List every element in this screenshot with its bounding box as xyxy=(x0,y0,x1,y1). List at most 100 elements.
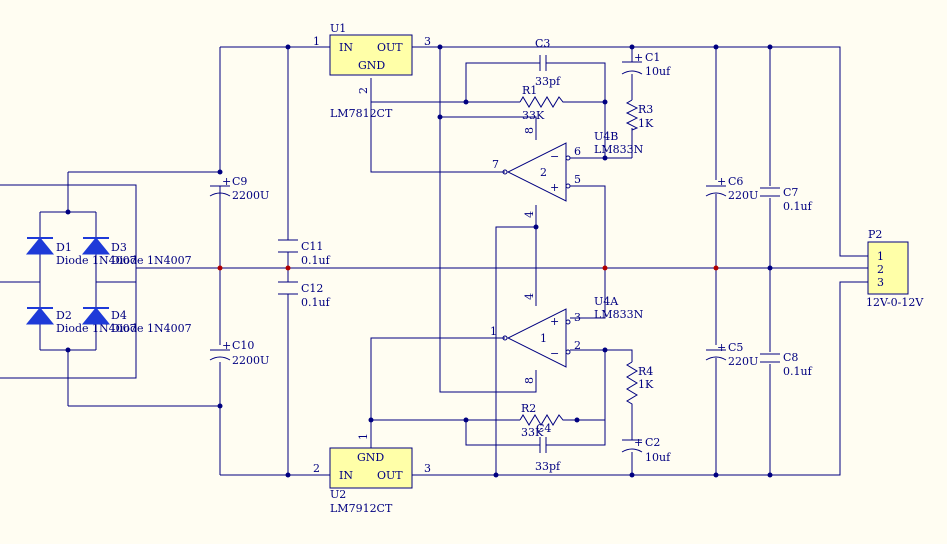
c5-value: 220U xyxy=(728,355,758,368)
u2-pin-in-label: IN xyxy=(339,469,353,482)
capacitor-c10[interactable]: + C10 2200U xyxy=(209,339,269,367)
connector-p2[interactable]: 1 2 3 P2 12V-0-12V xyxy=(866,228,924,309)
c6-value: 220U xyxy=(728,189,758,202)
u2-pin2: 2 xyxy=(313,462,320,475)
c10-value: 2200U xyxy=(232,354,269,367)
d2-value: Diode 1N4007 xyxy=(56,322,137,335)
p2-pin2: 2 xyxy=(877,263,884,276)
u4a-plus: + xyxy=(550,315,559,328)
u4b-plus: + xyxy=(550,181,559,194)
c6-plus: + xyxy=(717,175,726,188)
u1-ref: U1 xyxy=(330,22,346,35)
resistor-r4[interactable]: R4 1K xyxy=(626,361,654,408)
c3-value: 33pf xyxy=(535,75,561,88)
p2-pin3: 3 xyxy=(877,276,884,289)
opamp-u4b[interactable]: 2 − + U4B LM833N 7 6 5 8 4 xyxy=(492,127,644,218)
diode-d1[interactable]: D1 Diode 1N4007 xyxy=(25,237,137,267)
u4b-minus: − xyxy=(550,150,559,163)
c8-value: 0.1uf xyxy=(783,365,813,378)
r3-value: 1K xyxy=(638,117,654,130)
u4a-ref: U4A xyxy=(594,295,619,308)
u4b-pin7: 7 xyxy=(492,158,499,171)
resistor-r3[interactable]: R3 1K xyxy=(625,99,654,131)
resistor-r1[interactable]: R1 33K xyxy=(519,84,566,122)
diode-d3[interactable]: D3 Diode 1N4007 xyxy=(81,237,192,267)
r4-ref: R4 xyxy=(638,365,653,378)
u2-value: LM7912CT xyxy=(330,502,393,515)
c2-plus: + xyxy=(634,436,643,449)
capacitor-c2[interactable]: + C2 10uf xyxy=(621,436,671,464)
wires xyxy=(0,46,868,476)
u1-pin-out-label: OUT xyxy=(377,41,403,54)
c9-ref: C9 xyxy=(232,175,247,188)
opamp-u4a[interactable]: 1 + − U4A LM833N 1 3 2 4 8 xyxy=(490,293,644,384)
u4a-unit: 1 xyxy=(540,332,547,345)
r2-value: 33K xyxy=(521,426,544,439)
c12-value: 0.1uf xyxy=(301,296,331,309)
regulator-u1[interactable]: IN OUT GND U1 LM7812CT 1 3 2 xyxy=(313,22,431,120)
c5-ref: C5 xyxy=(728,341,743,354)
diode-d2[interactable]: D2 Diode 1N4007 xyxy=(25,307,137,335)
capacitor-c11[interactable]: C11 0.1uf xyxy=(278,239,331,267)
capacitor-c1[interactable]: + C1 10uf xyxy=(621,51,671,78)
u4a-pin4: 4 xyxy=(523,293,536,300)
c8-ref: C8 xyxy=(783,351,798,364)
u1-value: LM7812CT xyxy=(330,107,393,120)
d1-ref: D1 xyxy=(56,241,72,254)
c6-ref: C6 xyxy=(728,175,743,188)
capacitor-c7[interactable]: C7 0.1uf xyxy=(760,186,813,213)
c1-ref: C1 xyxy=(645,51,660,64)
u4b-pin8: 8 xyxy=(523,127,536,134)
r1-value: 33K xyxy=(522,109,545,122)
u4b-pin5: 5 xyxy=(574,173,581,186)
capacitor-c6[interactable]: + C6 220U xyxy=(705,175,758,202)
d3-ref: D3 xyxy=(111,241,127,254)
c4-value: 33pf xyxy=(535,460,561,473)
c1-value: 10uf xyxy=(645,65,671,78)
regulator-u2[interactable]: GND IN OUT U2 LM7912CT 2 3 1 xyxy=(313,433,431,515)
c4-ref: C4 xyxy=(536,422,551,435)
p2-ref: P2 xyxy=(868,228,882,241)
c9-plus: + xyxy=(222,175,231,188)
c5-plus: + xyxy=(717,341,726,354)
d1-value: Diode 1N4007 xyxy=(56,254,137,267)
u1-pin-in-label: IN xyxy=(339,41,353,54)
u1-pin2: 2 xyxy=(357,87,370,94)
c12-ref: C12 xyxy=(301,282,323,295)
u2-pin-gnd-label: GND xyxy=(357,451,384,464)
r4-value: 1K xyxy=(638,378,654,391)
u4a-pin1: 1 xyxy=(490,325,497,338)
u2-ref: U2 xyxy=(330,488,346,501)
resistor-r2[interactable]: R2 33K xyxy=(519,402,566,439)
d2-ref: D2 xyxy=(56,309,72,322)
c1-plus: + xyxy=(634,51,643,64)
u4b-ref: U4B xyxy=(594,130,618,143)
r3-ref: R3 xyxy=(638,103,653,116)
c3-ref: C3 xyxy=(535,37,550,50)
c7-value: 0.1uf xyxy=(783,200,813,213)
u4a-minus: − xyxy=(550,347,559,360)
d4-value: Diode 1N4007 xyxy=(111,322,192,335)
c10-ref: C10 xyxy=(232,339,254,352)
u4b-pin4: 4 xyxy=(523,211,536,218)
u4a-pin2: 2 xyxy=(574,339,581,352)
u1-pin-gnd-label: GND xyxy=(358,59,385,72)
capacitor-c12[interactable]: C12 0.1uf xyxy=(278,281,331,309)
diode-d4[interactable]: D4 Diode 1N4007 xyxy=(81,307,192,335)
c7-ref: C7 xyxy=(783,186,798,199)
c11-ref: C11 xyxy=(301,240,323,253)
u2-pin1: 1 xyxy=(357,433,370,440)
p2-pin1: 1 xyxy=(877,250,884,263)
c11-value: 0.1uf xyxy=(301,254,331,267)
capacitor-c9[interactable]: + C9 2200U xyxy=(209,175,269,202)
r2-ref: R2 xyxy=(521,402,536,415)
capacitor-c8[interactable]: C8 0.1uf xyxy=(760,351,813,378)
u4a-value: LM833N xyxy=(594,308,644,321)
c2-ref: C2 xyxy=(645,436,660,449)
capacitor-c4[interactable]: C4 33pf xyxy=(535,422,574,473)
capacitor-c5[interactable]: + C5 220U xyxy=(705,341,758,368)
capacitor-c3[interactable]: C3 33pf xyxy=(535,37,574,88)
junctions xyxy=(65,44,773,478)
r1-ref: R1 xyxy=(522,84,537,97)
